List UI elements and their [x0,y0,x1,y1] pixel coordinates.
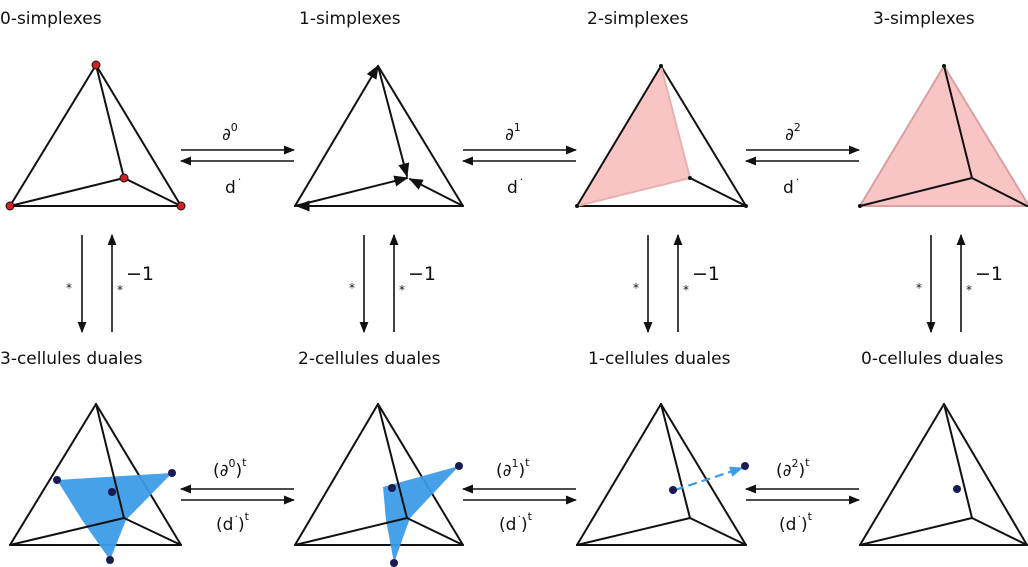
op-boundary-transpose-0: (∂0)t [213,456,247,481]
dual-point [669,486,677,494]
op-codiff-1: d· [507,173,523,198]
label-1-simplexes: 1-simplexes [299,9,401,29]
op-boundary-transpose-2: (∂2)t [776,456,810,481]
vertex-dot [5,201,15,211]
dual-point [108,488,116,496]
op-codiff-2: d· [783,173,799,198]
star-label: * [633,281,639,295]
tetra-2-simplexes [575,64,748,208]
label-3-cellules-duales: 3-cellules duales [0,349,143,369]
dual-point [741,462,749,470]
vertical-arrows [77,233,966,334]
op-codiff-transpose-1: (d·)t [499,510,533,535]
dual-point [390,559,398,567]
star-label: * [399,283,405,297]
star-label: * [966,283,972,297]
tetra-0-simplexes [5,60,186,211]
op-boundary-1: ∂1 [505,121,521,145]
inverse-label: −1 [408,263,436,285]
label-2-cellules-duales: 2-cellules duales [298,349,441,369]
dual-point [455,462,463,470]
tetra-1-simplexes [294,64,464,212]
label-0-simplexes: 0-simplexes [0,9,102,29]
top-arrows [179,145,861,166]
dual-point [953,485,961,493]
tetra-2-dual-cells [294,403,464,567]
star-label: * [683,283,689,297]
star-label: * [117,283,123,297]
inverse-label: −1 [692,263,720,285]
tetra-0-dual-cells [859,403,1028,546]
label-0-cellules-duales: 0-cellules duales [861,349,1004,369]
dual-point [168,469,176,477]
label-3-simplexes: 3-simplexes [873,9,975,29]
op-boundary-2: ∂2 [785,121,801,145]
inverse-label: −1 [975,263,1003,285]
inverse-label: −1 [126,263,154,285]
vertex-dot [119,173,129,183]
tetra-3-dual-cells [9,403,182,564]
star-label: * [66,281,72,295]
op-codiff-transpose-2: (d·)t [779,510,813,535]
dual-point [53,476,61,484]
dual-point [106,556,114,564]
tetra-1-dual-cells [576,403,749,546]
vertex-dot [176,201,186,211]
vertex-dot [91,60,101,70]
star-label: * [349,281,355,295]
op-boundary-0: ∂0 [222,121,238,145]
op-codiff-transpose-0: (d·)t [216,510,250,535]
tetra-3-simplexes [858,64,1028,208]
dual-point [388,484,396,492]
bottom-arrows [179,484,861,505]
op-codiff-0: d· [225,173,241,198]
label-1-cellules-duales: 1-cellules duales [588,349,731,369]
star-label: * [916,281,922,295]
star-labels: * * −1 * * −1 * * −1 * * −1 [66,263,1003,297]
op-boundary-transpose-1: (∂1)t [496,456,530,481]
label-2-simplexes: 2-simplexes [587,9,689,29]
